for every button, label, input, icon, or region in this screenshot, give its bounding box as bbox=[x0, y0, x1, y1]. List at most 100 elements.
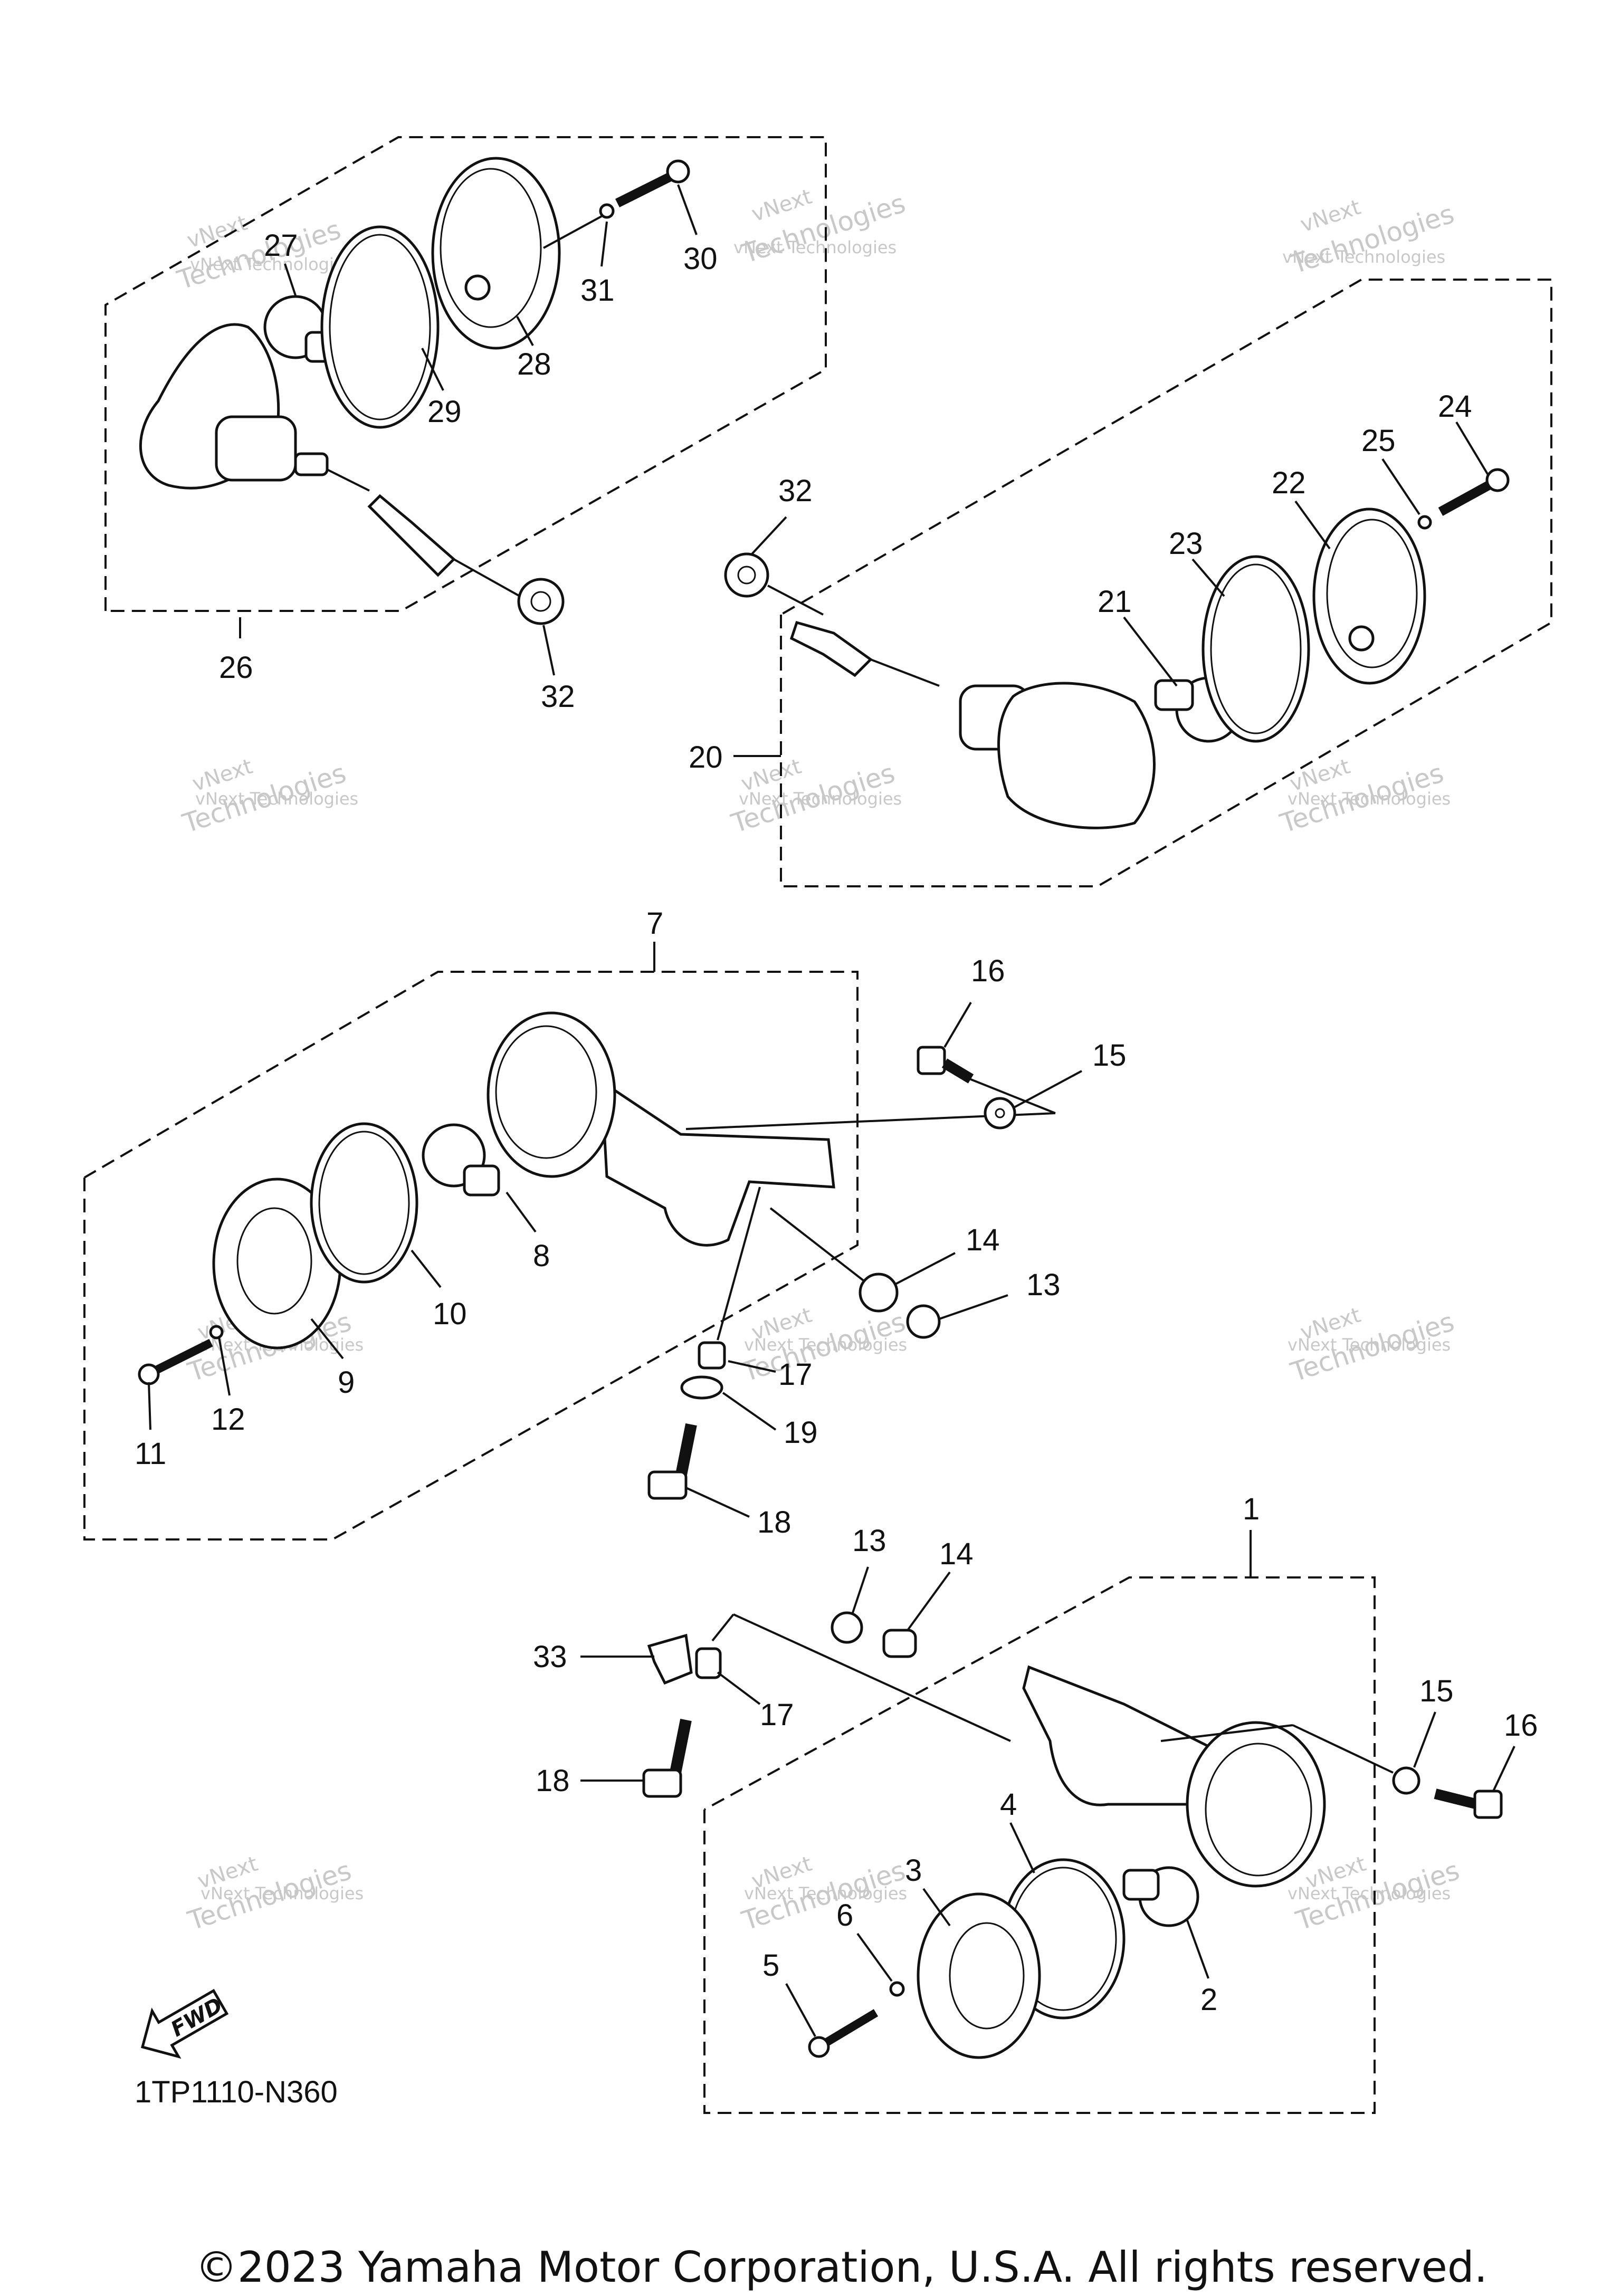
assembly-20-group bbox=[724, 279, 1552, 887]
flasher-socket bbox=[215, 415, 297, 482]
callout-16-lower: 16 bbox=[1504, 1708, 1538, 1743]
leader-5 bbox=[785, 1983, 816, 2037]
mount-line bbox=[769, 1207, 866, 1283]
leader-25 bbox=[1381, 458, 1420, 515]
gasket-10-inner bbox=[318, 1131, 410, 1275]
callout-33: 33 bbox=[533, 1640, 567, 1674]
callout-16-upper: 16 bbox=[971, 954, 1005, 988]
callout-8: 8 bbox=[533, 1239, 550, 1273]
flasher-20-connector bbox=[789, 620, 873, 677]
callout-10: 10 bbox=[433, 1297, 467, 1331]
leader-28 bbox=[516, 316, 534, 346]
washer-6 bbox=[889, 1981, 905, 1997]
flasher-20-wire bbox=[870, 658, 940, 687]
callout-15-upper: 15 bbox=[1092, 1038, 1127, 1073]
turn-signal-arm-1 bbox=[1022, 1665, 1220, 1806]
nut-upper-axis-line bbox=[767, 585, 824, 616]
callout-26: 26 bbox=[219, 650, 253, 685]
spacer-17-lower bbox=[695, 1647, 722, 1679]
callout-24: 24 bbox=[1438, 389, 1472, 424]
fwd-arrow: FWD bbox=[140, 1988, 229, 2059]
leader-29 bbox=[421, 348, 444, 391]
callout-17-upper: 17 bbox=[778, 1357, 813, 1392]
turn-signal-arm-7 bbox=[600, 1079, 835, 1247]
screw-5 bbox=[808, 2009, 879, 2058]
gasket-29 bbox=[320, 225, 440, 429]
callout-3: 3 bbox=[905, 1853, 922, 1888]
bolt-18 bbox=[647, 1423, 697, 1500]
assembly-26-boundary bbox=[104, 136, 827, 612]
mount-line bbox=[733, 1613, 1011, 1742]
callout-4: 4 bbox=[1000, 1787, 1017, 1822]
callout-20: 20 bbox=[689, 740, 723, 774]
watermark: vNext Technologies bbox=[195, 789, 358, 809]
nut-32-upper bbox=[724, 552, 769, 598]
callout-29: 29 bbox=[427, 395, 462, 429]
bolt-18-lower bbox=[642, 1718, 692, 1798]
assembly-7-group bbox=[83, 971, 1056, 1541]
leader-19 bbox=[722, 1392, 777, 1431]
rim-22 bbox=[1312, 508, 1426, 685]
flasher-20-lens-housing bbox=[997, 682, 1156, 829]
leader-21 bbox=[1123, 616, 1178, 687]
housing-1 bbox=[1186, 1721, 1326, 1888]
assembly-1-group bbox=[642, 1576, 1503, 2114]
copyright-text: ©2023 Yamaha Motor Corporation, U.S.A. A… bbox=[195, 2243, 1487, 2292]
bolt-16-upper bbox=[917, 1046, 974, 1084]
bolt-18-lower-head bbox=[642, 1768, 682, 1798]
screw-30 bbox=[615, 159, 690, 208]
watermark: vNext Technologies bbox=[744, 1335, 907, 1355]
housing-7-inner bbox=[495, 1025, 597, 1159]
callout-11: 11 bbox=[135, 1437, 166, 1471]
callout-25: 25 bbox=[1361, 424, 1396, 458]
watermark: vNext Technologies bbox=[1288, 789, 1451, 809]
bracket-33 bbox=[647, 1633, 693, 1685]
gasket-10 bbox=[310, 1122, 418, 1284]
screw-11-shank bbox=[151, 1338, 213, 1376]
mount-line bbox=[717, 1187, 761, 1341]
bolt-18-lower-shank bbox=[670, 1718, 692, 1774]
screw-11-head bbox=[138, 1363, 160, 1385]
rim-9-inner bbox=[236, 1207, 312, 1315]
screw-11 bbox=[138, 1338, 213, 1385]
callout-31: 31 bbox=[580, 273, 615, 308]
mount-line bbox=[1292, 1724, 1394, 1774]
rim-3-inner bbox=[949, 1922, 1025, 2030]
leader-10 bbox=[411, 1249, 442, 1288]
assembly-7-boundary bbox=[83, 971, 859, 1541]
gasket-29-inner bbox=[329, 234, 431, 420]
leader-13a bbox=[939, 1294, 1008, 1320]
callout-14-lower: 14 bbox=[939, 1537, 974, 1571]
callout-23: 23 bbox=[1169, 527, 1203, 561]
callout-13-lower: 13 bbox=[852, 1524, 886, 1558]
washer-15-lower bbox=[1392, 1766, 1420, 1795]
bolt-16-upper-head bbox=[917, 1046, 946, 1075]
leader-8 bbox=[506, 1191, 537, 1233]
leader-27 bbox=[284, 263, 297, 296]
nut-32-lower-hole bbox=[530, 591, 551, 612]
leader-17b bbox=[717, 1671, 761, 1705]
nut-axis-line bbox=[453, 558, 520, 597]
screw-30-shank bbox=[615, 169, 678, 208]
watermark: vNext Technologies bbox=[1288, 1335, 1451, 1355]
nut-13-lower bbox=[831, 1611, 863, 1644]
nut-32-lower bbox=[517, 578, 565, 625]
callout-7: 7 bbox=[646, 906, 663, 941]
rim-28-boss bbox=[464, 274, 491, 301]
callout-13-upper: 13 bbox=[1026, 1268, 1061, 1302]
callout-5: 5 bbox=[762, 1948, 779, 1983]
bolt-16-lower-shank bbox=[1434, 1788, 1479, 1810]
leader-15a bbox=[1013, 1070, 1082, 1109]
gasket-23 bbox=[1202, 555, 1310, 743]
mount-line bbox=[1160, 1724, 1293, 1742]
leader-16a bbox=[943, 1001, 972, 1048]
washer-12 bbox=[209, 1325, 224, 1340]
washer-15-upper bbox=[984, 1097, 1016, 1130]
watermark: vNext Technologies bbox=[1288, 1883, 1451, 1903]
watermark: vNext Technologies bbox=[739, 789, 902, 809]
callout-32-lower: 32 bbox=[541, 680, 575, 714]
screw-5-head bbox=[808, 2036, 830, 2058]
housing-1-inner bbox=[1205, 1743, 1312, 1877]
watermark: vNext Technologies bbox=[744, 1883, 907, 1903]
